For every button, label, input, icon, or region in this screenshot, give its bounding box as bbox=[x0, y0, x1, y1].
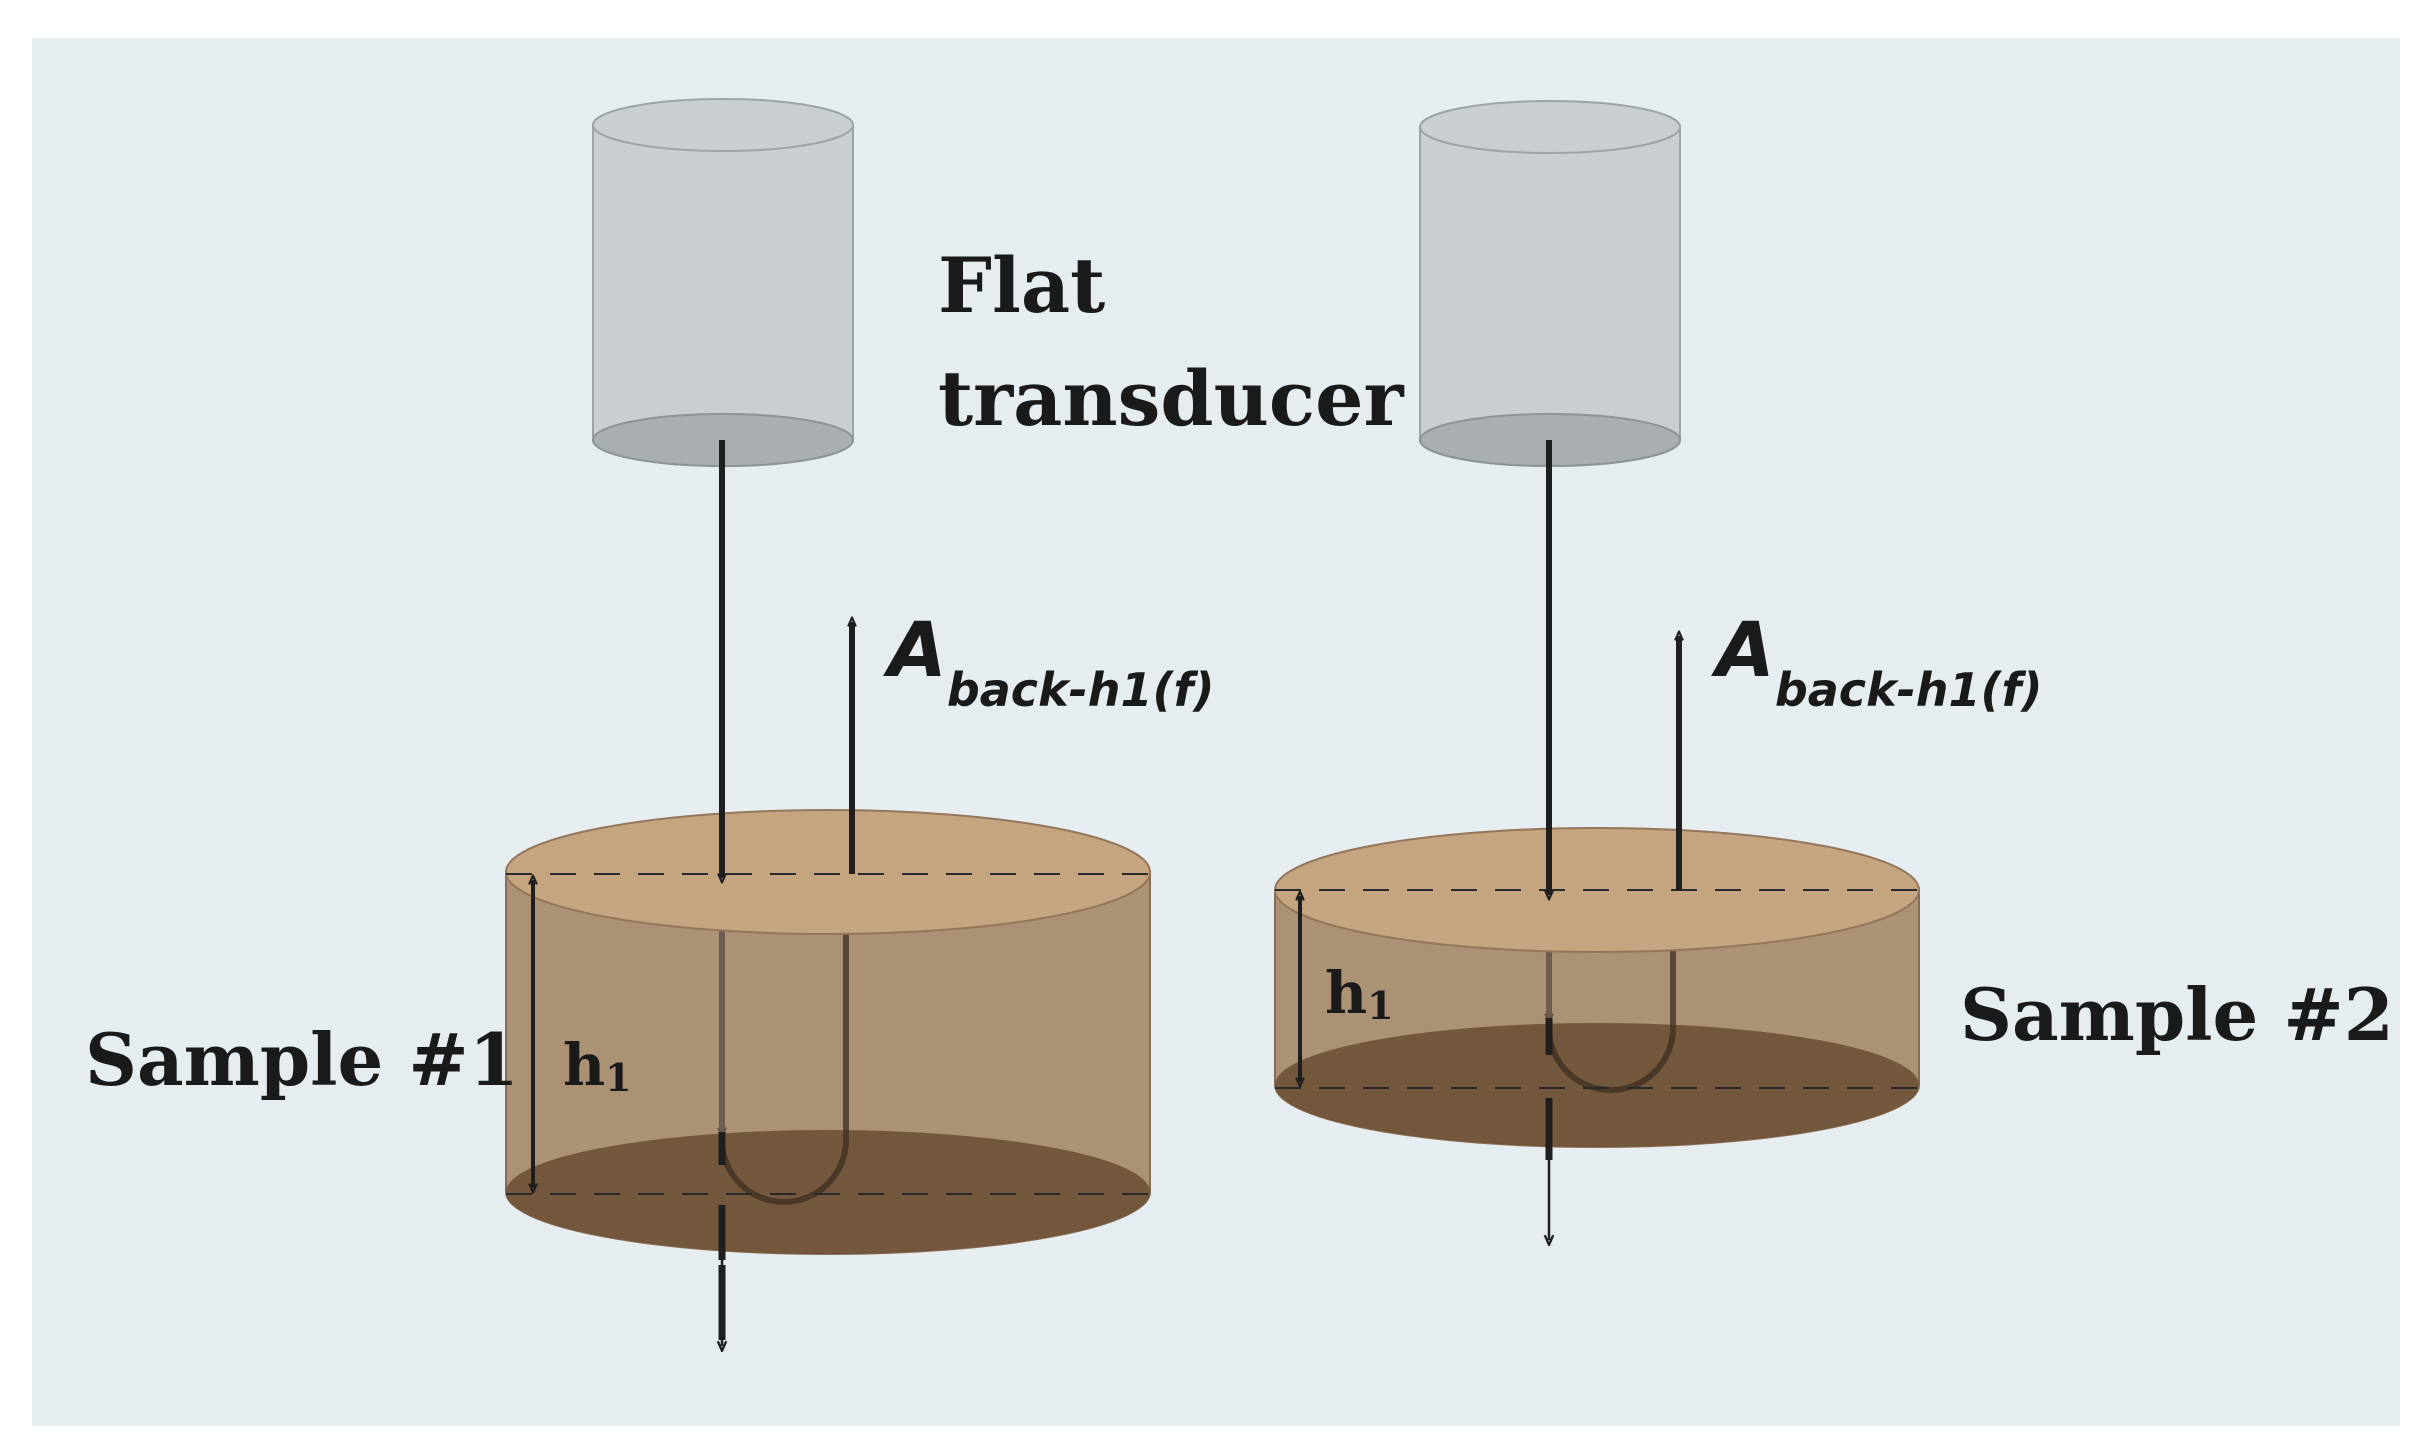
background-panel bbox=[32, 38, 2400, 1426]
sample-2-label: Sample #2 bbox=[1960, 972, 2394, 1057]
sample-1-label: Sample #1 bbox=[85, 1017, 519, 1102]
transducer-label-line1: Flat bbox=[938, 241, 1105, 330]
flat-transducer-1 bbox=[592, 98, 854, 467]
echo-amplitude-label-2: Aback-h1(f) bbox=[1711, 605, 2043, 717]
sample-1-cylinder bbox=[505, 809, 1151, 1255]
transducer-label-line2: transducer bbox=[938, 354, 1404, 443]
thickness-label-1: h1 bbox=[563, 1031, 632, 1100]
echo-amplitude-label-1: Aback-h1(f) bbox=[883, 605, 1215, 717]
flat-transducer-2 bbox=[1419, 100, 1681, 467]
sample-2-cylinder bbox=[1274, 827, 1920, 1148]
thickness-label-2: h1 bbox=[1325, 959, 1394, 1028]
